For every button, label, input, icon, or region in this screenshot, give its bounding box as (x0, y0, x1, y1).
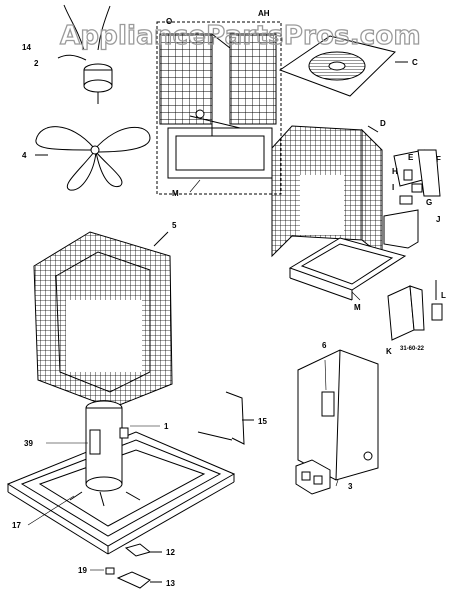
compressor-assembly (6, 400, 236, 555)
label-f: F (436, 155, 441, 164)
label-l: L (441, 291, 446, 300)
label-12: 12 (166, 548, 175, 557)
top-coil-section (156, 21, 282, 195)
refrigerant-tube (197, 391, 254, 445)
leader-lines (27, 179, 361, 571)
label-5: 5 (172, 221, 177, 230)
label-14: 14 (22, 43, 31, 52)
diagram-code: 31-60-22 (400, 346, 425, 352)
label-e: E (408, 153, 414, 162)
label-15: 15 (258, 417, 267, 426)
fan-blade (35, 126, 151, 191)
label-k: K (386, 347, 392, 356)
label-ah: AH (258, 9, 270, 18)
control-panel (295, 349, 379, 495)
label-19: 19 (78, 566, 87, 575)
label-6: 6 (322, 341, 327, 350)
label-i: I (392, 183, 394, 192)
fan-motor (57, 4, 113, 104)
control-box-parts (383, 149, 443, 341)
top-cover-grille (278, 35, 408, 97)
label-4: 4 (22, 151, 27, 160)
label-13: 13 (166, 579, 175, 588)
condenser-coil-large (33, 231, 173, 409)
label-1: 1 (164, 422, 169, 431)
label-o: O (166, 17, 172, 26)
label-j: J (436, 215, 440, 224)
label-17: 17 (12, 521, 21, 530)
label-g: G (426, 198, 432, 207)
condenser-coil-upper (271, 125, 383, 258)
base-pan-upper (288, 237, 407, 301)
label-39: 39 (24, 439, 33, 448)
label-c: C (412, 58, 418, 67)
label-2: 2 (34, 59, 39, 68)
small-parts (105, 543, 162, 589)
label-3: 3 (348, 482, 353, 491)
label-m-upper: M (172, 189, 179, 198)
label-h: H (392, 167, 398, 176)
part-labels: 14 2 4 AH O C D E F H I G J M M K L 31-6… (12, 9, 446, 588)
label-d: D (380, 119, 386, 128)
label-m-lower: M (354, 303, 361, 312)
watermark-text: AppliancePartsPros.com (60, 21, 421, 51)
